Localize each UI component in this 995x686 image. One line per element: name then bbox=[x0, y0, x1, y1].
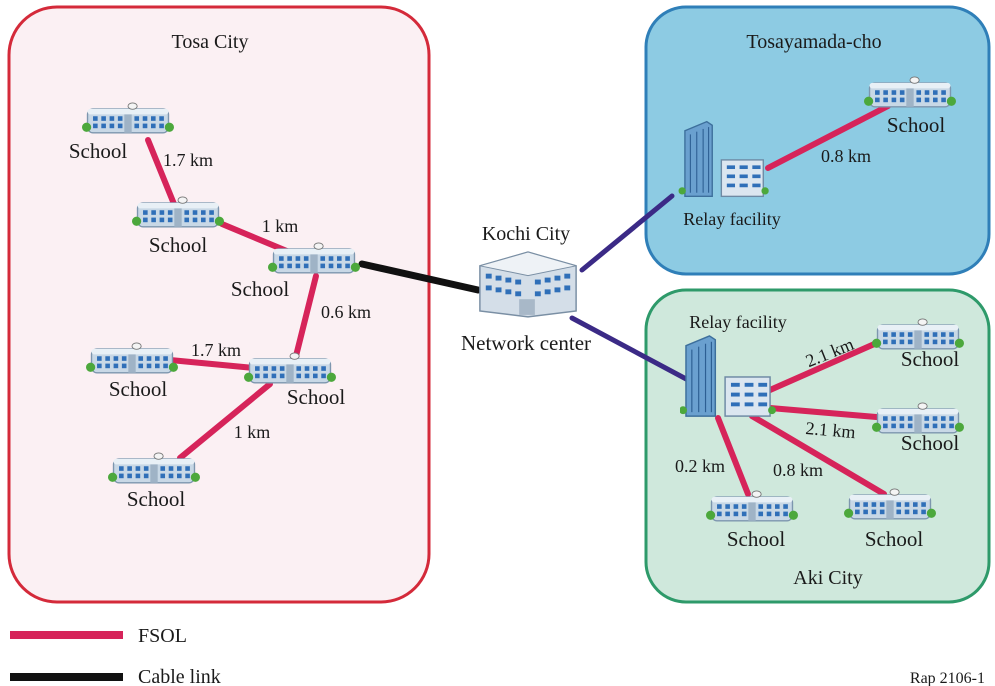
tosa-school-4-label: School bbox=[109, 377, 168, 401]
aki-school-1-label: School bbox=[901, 347, 960, 371]
radio-link-kochi-aki bbox=[569, 315, 691, 383]
fsol-link-aki-relay-school-3 bbox=[715, 415, 751, 497]
legend-fsol-swatch bbox=[10, 631, 123, 639]
tosa-school-1-label: School bbox=[69, 139, 128, 163]
tosa-school-2-label: School bbox=[149, 233, 208, 257]
aki-relay-facility-label: Relay facility bbox=[689, 312, 786, 332]
aki-school-2-label: School bbox=[901, 431, 960, 455]
tosa-school-5-label: School bbox=[287, 385, 346, 409]
figure-reference: Rap 2106-1 bbox=[910, 670, 985, 686]
fsol-link-tosayamada-relay-school bbox=[765, 103, 891, 171]
radio-link-kochi-tosayamada bbox=[579, 193, 675, 273]
aki-school-4-label: School bbox=[865, 527, 924, 551]
distance-tosa-2-3: 1 km bbox=[262, 216, 299, 236]
tosayamada-school-label: School bbox=[887, 113, 946, 137]
region-tosa-city bbox=[7, 5, 431, 604]
legend: FSOL Cable link bbox=[10, 625, 221, 686]
distance-tosa-3-5: 0.6 km bbox=[321, 302, 371, 322]
distance-tosa-4-5: 1.7 km bbox=[191, 340, 241, 360]
cable-link-tosa-kochi bbox=[358, 260, 482, 294]
fsol-link-aki-relay-school-4 bbox=[749, 413, 887, 497]
fsol-link-tosa-4-5 bbox=[167, 357, 257, 371]
kochi-city-title: Kochi City bbox=[482, 223, 570, 245]
fsol-link-aki-relay-school-2 bbox=[767, 405, 891, 421]
tosayamada-relay-facility-label: Relay facility bbox=[683, 209, 780, 229]
tosa-school-6-label: School bbox=[127, 487, 186, 511]
region-aki-city bbox=[644, 288, 991, 604]
network-center-label: Network center bbox=[461, 331, 591, 355]
tosa-school-3-label: School bbox=[231, 277, 290, 301]
distance-aki-relay-school-4: 0.8 km bbox=[773, 460, 823, 480]
fsol-link-tosa-1-2 bbox=[145, 137, 177, 207]
distance-aki-relay-school-3: 0.2 km bbox=[675, 456, 725, 476]
legend-fsol-label: FSOL bbox=[138, 625, 187, 647]
fsol-link-aki-relay-school-1 bbox=[767, 335, 891, 393]
legend-cable-swatch bbox=[10, 673, 123, 681]
distance-aki-relay-school-2: 2.1 km bbox=[805, 418, 857, 442]
aki-school-3-label: School bbox=[727, 527, 786, 551]
tosayamada-cho-title: Tosayamada-cho bbox=[746, 31, 881, 53]
aki-city-title: Aki City bbox=[793, 567, 862, 589]
distance-tosa-5-6: 1 km bbox=[234, 422, 271, 442]
distance-tosayamada-relay-school: 0.8 km bbox=[821, 146, 871, 166]
network-center-building-icon bbox=[479, 251, 577, 318]
fsol-link-tosa-3-5 bbox=[293, 273, 319, 359]
tosa-city-title: Tosa City bbox=[172, 31, 249, 53]
distance-tosa-1-2: 1.7 km bbox=[163, 150, 213, 170]
legend-cable-label: Cable link bbox=[138, 666, 221, 686]
fsol-link-tosa-5-6 bbox=[177, 381, 273, 461]
